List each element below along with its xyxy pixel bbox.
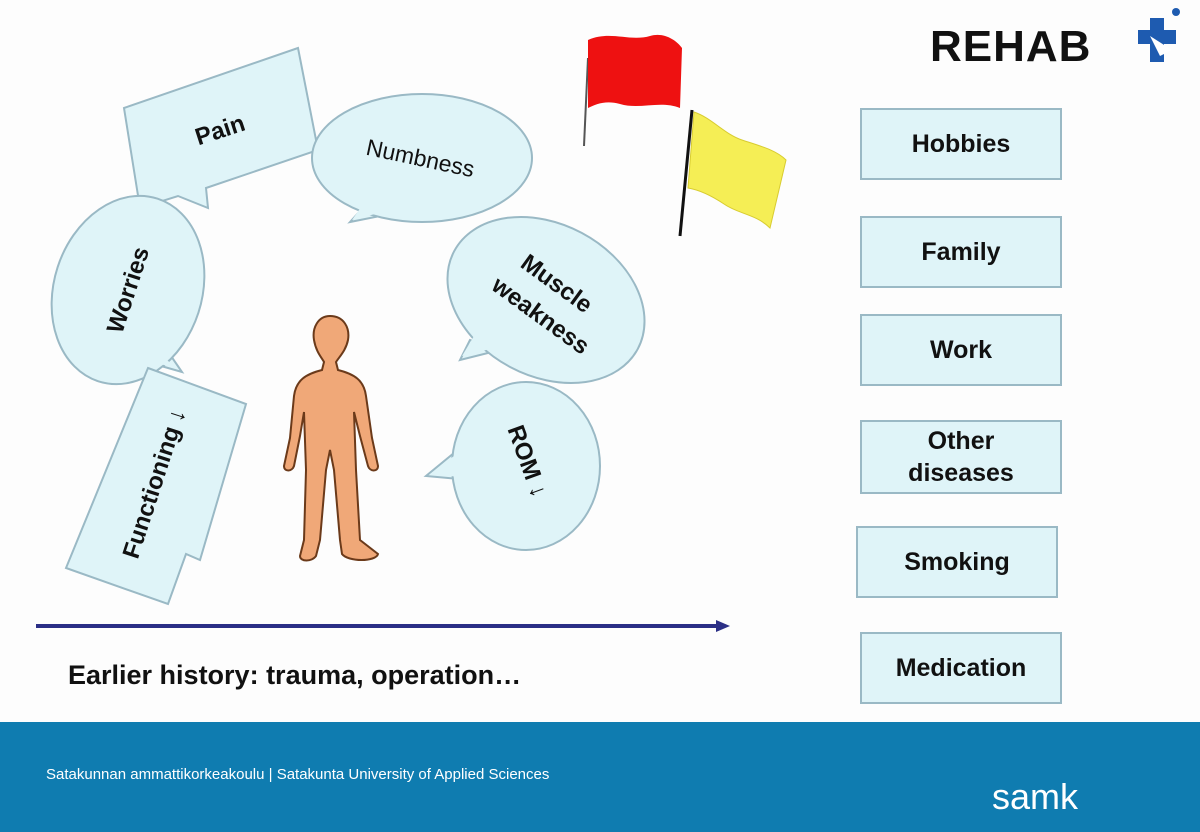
rehab-logo: REHAB bbox=[930, 22, 1092, 71]
smoking-box: Smoking bbox=[856, 526, 1058, 598]
red-flag-icon bbox=[583, 34, 682, 147]
samk-brand: samk bbox=[992, 776, 1079, 817]
institution-name: Satakunnan ammattikorkeakoulu | Satakunt… bbox=[46, 766, 550, 783]
human-figure bbox=[282, 314, 380, 562]
timeline-arrow bbox=[36, 620, 730, 632]
worries-bubble: Worries bbox=[50, 194, 206, 386]
rom-bubble: ROM ↓ bbox=[423, 381, 601, 551]
rehab-logo-icon bbox=[1138, 8, 1180, 62]
other-diseases-line1: Other bbox=[927, 427, 995, 455]
footer-bar: Satakunnan ammattikorkeakoulu | Satakunt… bbox=[0, 722, 1200, 832]
muscle-weakness-bubble: Muscle weakness bbox=[446, 216, 646, 384]
other-diseases-box: Other diseases bbox=[860, 420, 1062, 494]
hobbies-box: Hobbies bbox=[860, 108, 1062, 180]
yellow-flag-icon bbox=[678, 109, 787, 237]
other-diseases-line2: diseases bbox=[908, 459, 1014, 487]
earlier-history-text: Earlier history: trauma, operation… bbox=[68, 660, 522, 690]
numbness-bubble: Numbness bbox=[311, 93, 533, 224]
family-box: Family bbox=[860, 216, 1062, 288]
pain-bubble: Pain bbox=[122, 46, 320, 210]
medication-box: Medication bbox=[860, 632, 1062, 704]
work-box: Work bbox=[860, 314, 1062, 386]
functioning-bubble: Functioning ↓ bbox=[64, 366, 248, 606]
